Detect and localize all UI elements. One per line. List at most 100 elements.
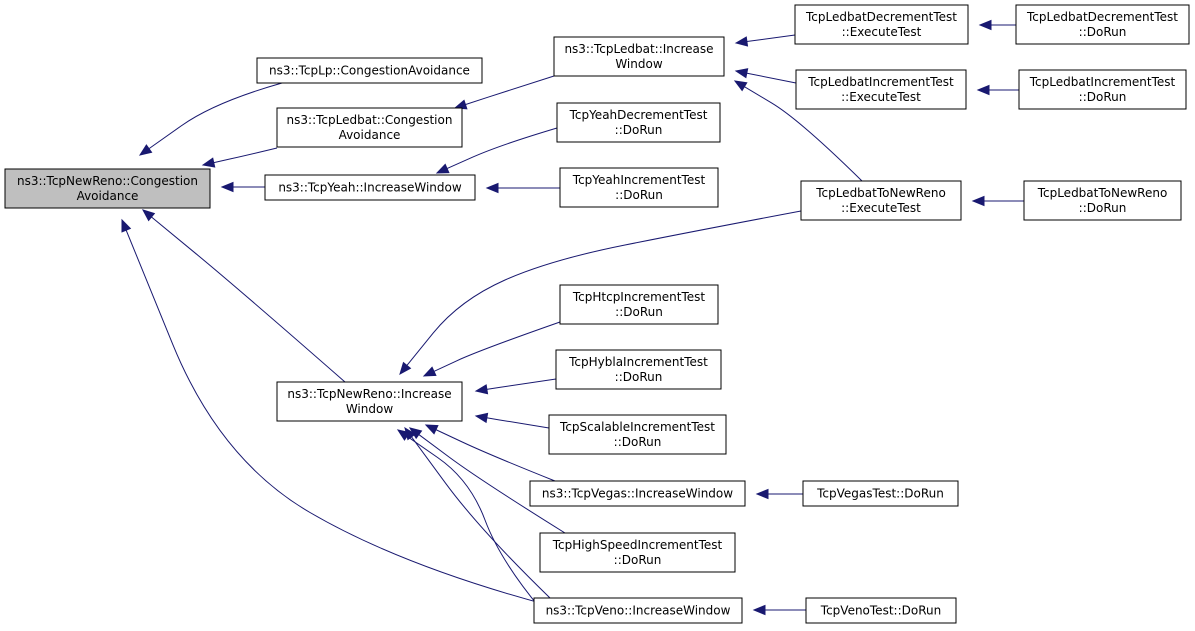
edge-line xyxy=(150,215,346,383)
edge-lp-ca-to-root xyxy=(138,82,283,156)
node-label-line: TcpLedbatIncrementTest xyxy=(807,75,954,89)
edge-line xyxy=(212,147,278,164)
edge-arrowhead xyxy=(121,218,132,233)
node-label-line: ::ExecuteTest xyxy=(841,201,921,215)
node-vegas-test-run[interactable]: TcpVegasTest::DoRun xyxy=(802,480,959,507)
node-label-line: ns3::TcpLp::CongestionAvoidance xyxy=(269,64,470,78)
node-label-line: TcpVenoTest::DoRun xyxy=(820,604,941,618)
edge-line xyxy=(445,127,558,170)
node-label-line: ::DoRun xyxy=(615,370,663,384)
node-box xyxy=(794,4,969,45)
edge-arrowhead xyxy=(435,163,450,174)
node-label-line: ::DoRun xyxy=(1079,90,1127,104)
node-root[interactable]: ns3::TcpNewReno::CongestionAvoidance xyxy=(4,168,211,209)
node-label-line: ::DoRun xyxy=(614,435,662,449)
edge-arrowhead xyxy=(141,209,156,222)
node-box xyxy=(4,168,211,209)
node-box xyxy=(1015,4,1190,45)
node-ledbat-inc-exec[interactable]: TcpLedbatIncrementTest::ExecuteTest xyxy=(795,69,967,110)
node-box xyxy=(1023,180,1182,221)
node-label-line: TcpHyblaIncrementTest xyxy=(568,355,708,369)
node-label-line: ::DoRun xyxy=(1079,201,1127,215)
node-box xyxy=(533,597,743,624)
node-box xyxy=(556,102,721,143)
edge-arrowhead xyxy=(976,84,990,96)
edge-vegas-test-run-to-vegas-iw xyxy=(755,488,803,500)
edge-hybla-run-to-newreno-iw xyxy=(474,378,557,395)
edge-line xyxy=(485,378,557,390)
edge-line xyxy=(405,210,802,367)
node-label-line: TcpHighSpeedIncrementTest xyxy=(552,538,723,552)
node-ledbat-newreno-exec[interactable]: TcpLedbatToNewReno::ExecuteTest xyxy=(800,180,962,221)
edge-arrowhead xyxy=(474,384,489,395)
node-label-line: TcpYeahIncrementTest xyxy=(572,173,706,187)
node-label-line: ns3::TcpLedbat::Congestion xyxy=(287,113,453,127)
node-scalable-run[interactable]: TcpScalableIncrementTest::DoRun xyxy=(548,414,727,455)
edge-line xyxy=(745,34,796,43)
edge-arrowhead xyxy=(396,429,411,441)
edge-arrowhead xyxy=(755,488,769,500)
node-yeah-inc-run[interactable]: TcpYeahIncrementTest::DoRun xyxy=(559,167,719,208)
node-ledbat-dec-exec[interactable]: TcpLedbatDecrementTest::ExecuteTest xyxy=(794,4,969,45)
edge-ledbat-newreno-exec-to-ledbat-iw xyxy=(733,80,863,182)
edge-ledbat-inc-run-to-ledbat-inc-exec xyxy=(976,84,1019,96)
edge-arrowhead xyxy=(422,366,437,377)
node-label-line: TcpYeahDecrementTest xyxy=(569,108,708,122)
node-hybla-run[interactable]: TcpHyblaIncrementTest::DoRun xyxy=(555,349,722,390)
node-ledbat-ca[interactable]: ns3::TcpLedbat::CongestionAvoidance xyxy=(276,107,463,148)
edge-line xyxy=(432,321,561,373)
node-veno-iw[interactable]: ns3::TcpVeno::IncreaseWindow xyxy=(533,597,743,624)
edge-arrowhead xyxy=(978,19,992,31)
node-label-line: TcpLedbatToNewReno xyxy=(1037,186,1168,200)
edge-arrowhead xyxy=(485,182,499,194)
node-highspeed-run[interactable]: TcpHighSpeedIncrementTest::DoRun xyxy=(539,532,736,573)
node-label-line: Window xyxy=(615,57,663,71)
node-ledbat-inc-run[interactable]: TcpLedbatIncrementTest::DoRun xyxy=(1018,69,1187,110)
edge-veno-iw-to-newreno-iw xyxy=(404,426,551,599)
node-box xyxy=(805,597,957,624)
edge-arrowhead xyxy=(138,144,153,156)
edge-arrowhead xyxy=(752,604,766,616)
node-box xyxy=(559,284,719,325)
edge-arrowhead xyxy=(399,361,412,376)
node-ledbat-dec-run[interactable]: TcpLedbatDecrementTest::DoRun xyxy=(1015,4,1190,45)
node-htcp-run[interactable]: TcpHtcpIncrementTest::DoRun xyxy=(559,284,719,325)
node-box xyxy=(559,167,719,208)
node-label-line: ns3::TcpVeno::IncreaseWindow xyxy=(546,604,731,618)
node-veno-test-run[interactable]: TcpVenoTest::DoRun xyxy=(805,597,957,624)
node-label-line: Avoidance xyxy=(339,128,401,142)
nodes-layer: ns3::TcpNewReno::CongestionAvoidancens3:… xyxy=(4,4,1190,624)
node-ledbat-newreno-run[interactable]: TcpLedbatToNewReno::DoRun xyxy=(1023,180,1182,221)
node-ledbat-iw[interactable]: ns3::TcpLedbat::IncreaseWindow xyxy=(553,36,725,77)
edge-ledbat-ca-to-root xyxy=(201,147,278,168)
node-label-line: ns3::TcpNewReno::Increase xyxy=(287,387,451,401)
node-label-line: TcpHtcpIncrementTest xyxy=(572,290,706,304)
edge-line xyxy=(743,85,863,182)
node-vegas-iw[interactable]: ns3::TcpVegas::IncreaseWindow xyxy=(529,480,746,507)
edge-arrowhead xyxy=(734,68,749,79)
node-yeah-iw[interactable]: ns3::TcpYeah::IncreaseWindow xyxy=(264,174,476,201)
node-box xyxy=(795,69,967,110)
edge-ledbat-iw-to-ledbat-ca xyxy=(453,75,555,110)
edge-arrowhead xyxy=(201,157,216,168)
node-box xyxy=(276,381,463,422)
edge-arrowhead xyxy=(971,195,985,207)
node-label-line: ::DoRun xyxy=(615,305,663,319)
node-label-line: ns3::TcpNewReno::Congestion xyxy=(17,174,198,188)
node-box xyxy=(264,174,476,201)
node-box xyxy=(553,36,725,77)
edge-veno-iw-to-root xyxy=(121,218,545,605)
node-yeah-dec-run[interactable]: TcpYeahDecrementTest::DoRun xyxy=(556,102,721,143)
node-box xyxy=(802,480,959,507)
node-newreno-iw[interactable]: ns3::TcpNewReno::IncreaseWindow xyxy=(276,381,463,422)
node-label-line: TcpLedbatIncrementTest xyxy=(1029,75,1176,89)
node-label-line: TcpLedbatToNewReno xyxy=(815,186,946,200)
node-box xyxy=(529,480,746,507)
edge-ledbat-dec-run-to-ledbat-dec-exec xyxy=(978,19,1016,31)
node-label-line: ::DoRun xyxy=(615,123,663,137)
node-label-line: ns3::TcpYeah::IncreaseWindow xyxy=(278,181,462,195)
edge-scalable-run-to-newreno-iw xyxy=(474,412,550,429)
node-lp-ca[interactable]: ns3::TcpLp::CongestionAvoidance xyxy=(256,57,483,84)
edge-arrowhead xyxy=(424,424,439,435)
